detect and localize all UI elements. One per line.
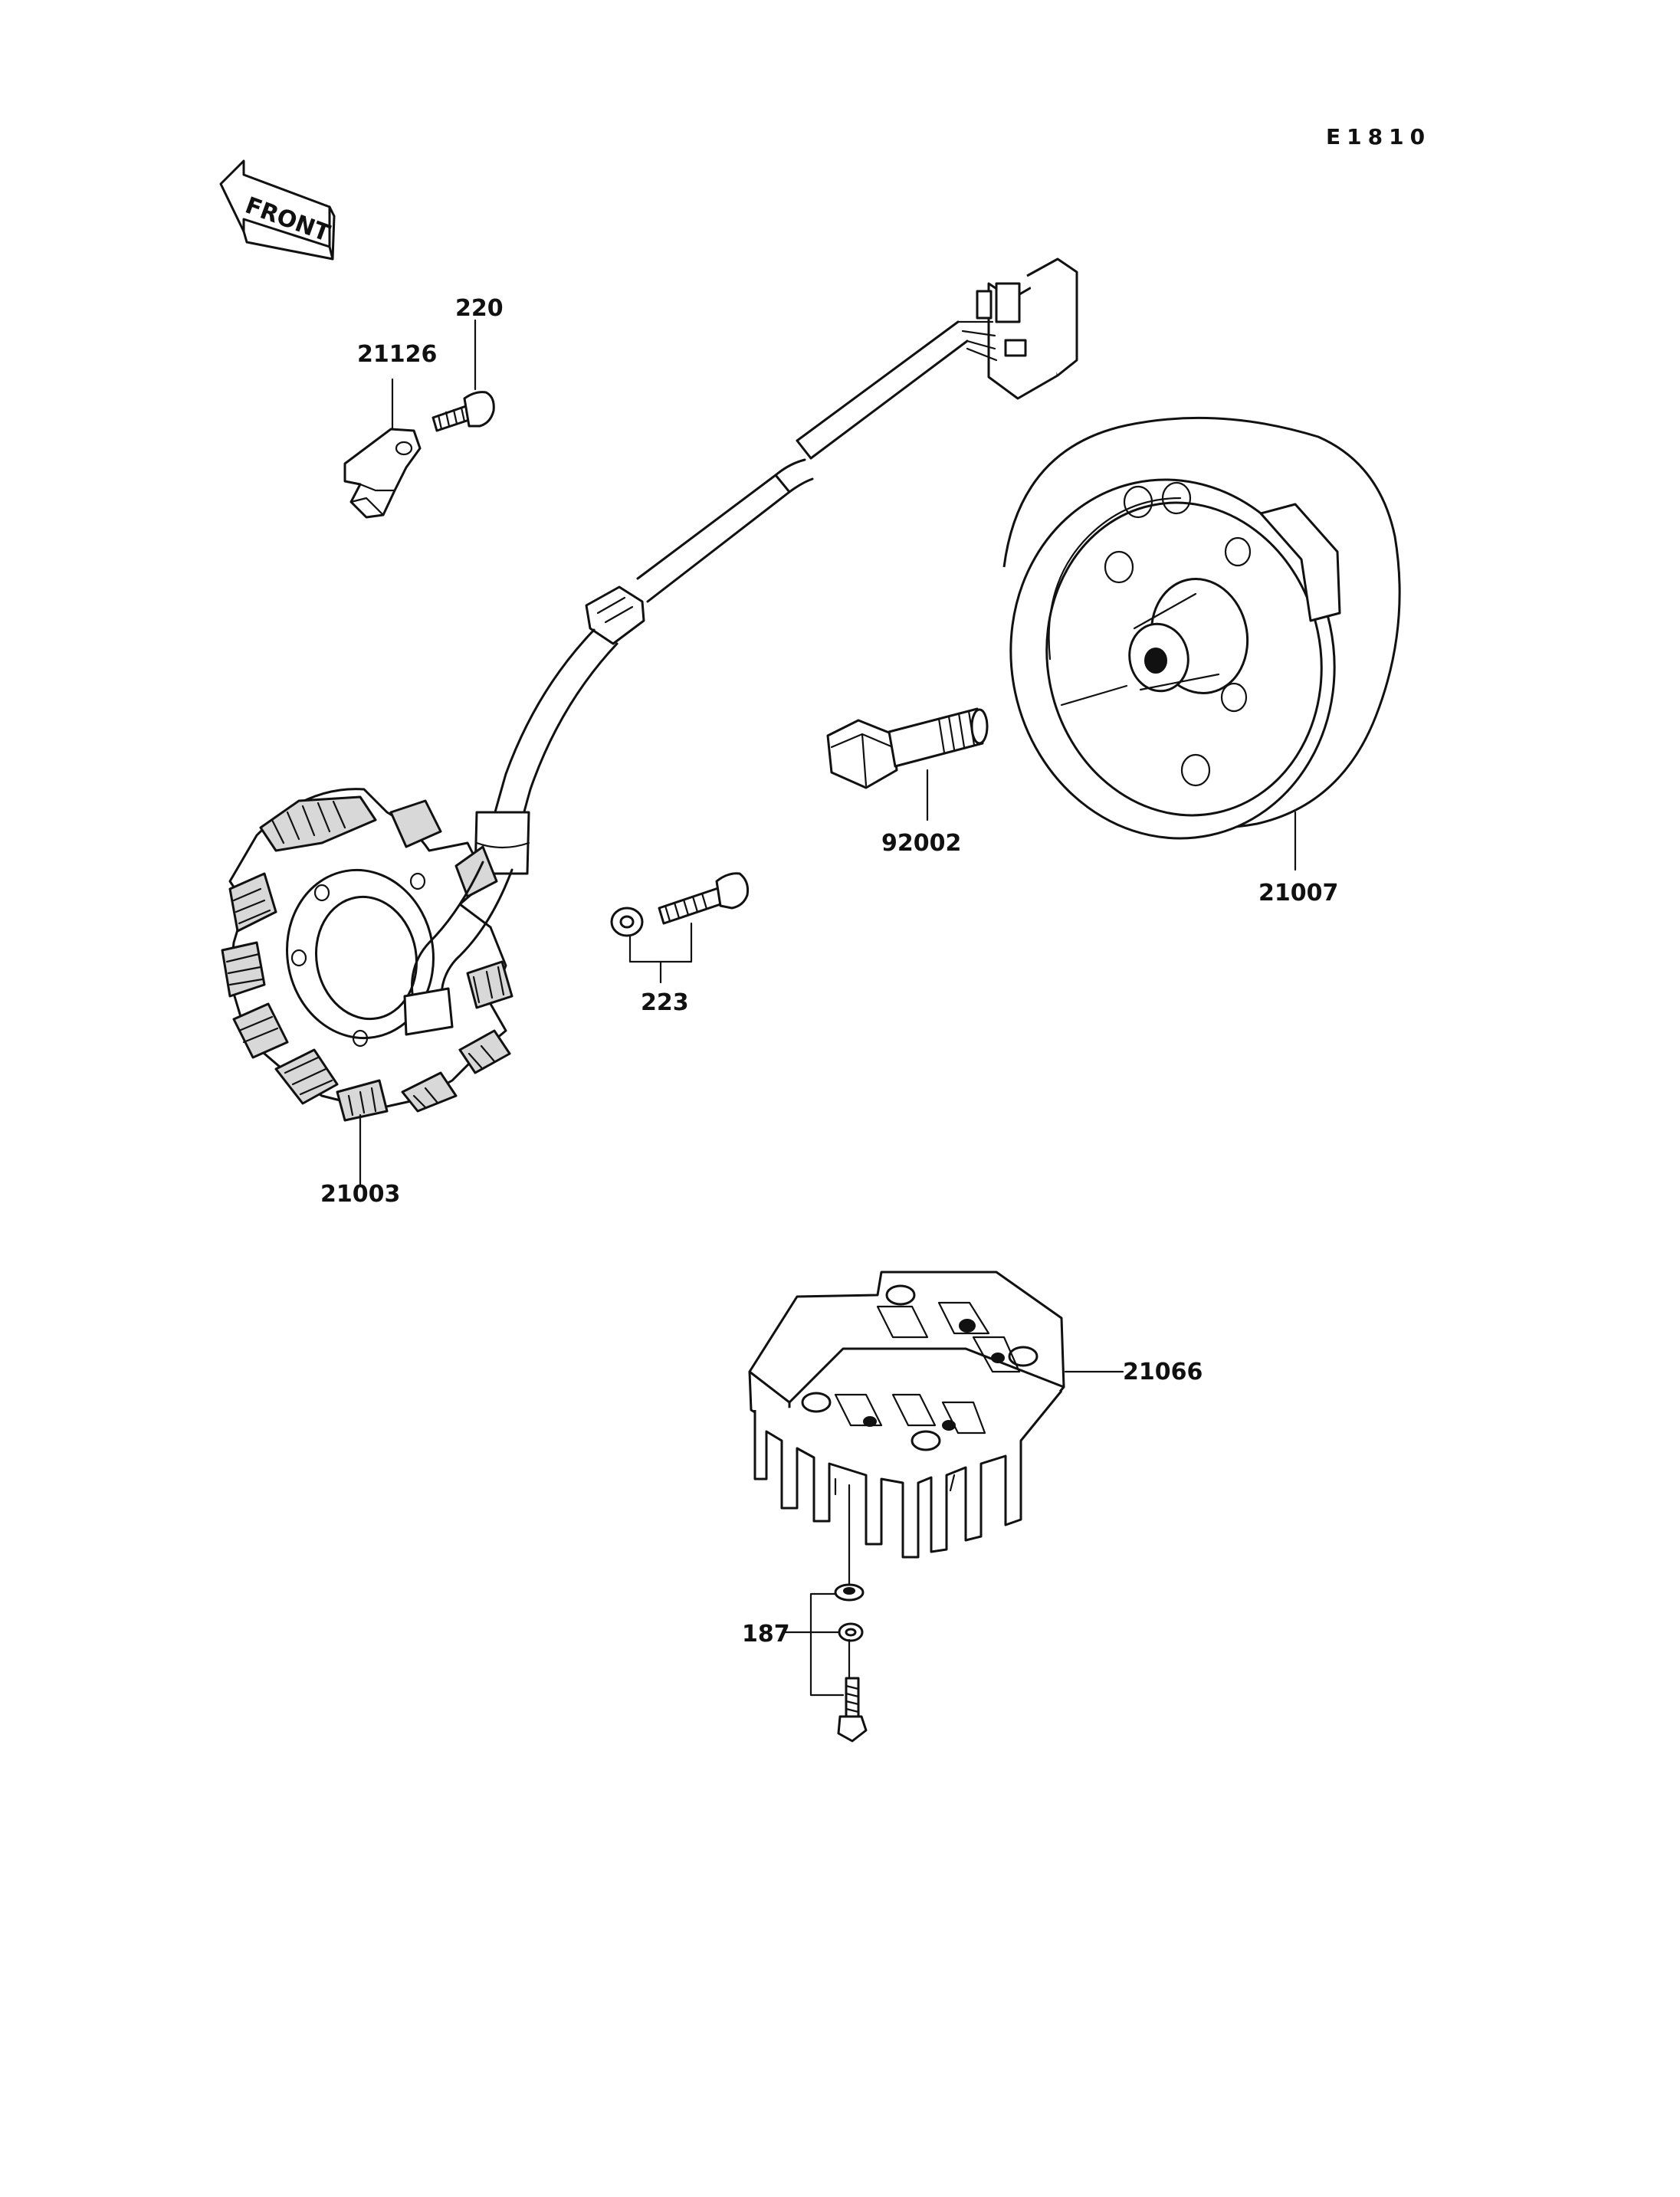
screw-220 [431, 391, 495, 432]
part-label-21126: 21126 [357, 341, 437, 368]
regulator-rectifier [748, 1271, 1065, 1559]
front-arrow-icon: FRONT [219, 159, 336, 261]
part-label-187: 187 [742, 1621, 790, 1648]
clamp-bracket [343, 428, 422, 519]
part-label-223: 223 [641, 989, 689, 1016]
wiring-harness [474, 257, 1078, 875]
stator [221, 788, 514, 1122]
part-label-21066: 21066 [1123, 1359, 1203, 1385]
screw-washer-223 [610, 872, 749, 937]
flywheel-rotor [1002, 416, 1401, 840]
part-label-21003: 21003 [320, 1181, 400, 1208]
part-label-92002: 92002 [881, 830, 961, 857]
flange-bolt-92002 [826, 707, 989, 789]
diagram-code: E1810 [1326, 124, 1431, 149]
fastener-set-187 [834, 1583, 868, 1743]
part-label-21007: 21007 [1258, 880, 1338, 907]
part-label-220: 220 [455, 295, 504, 322]
